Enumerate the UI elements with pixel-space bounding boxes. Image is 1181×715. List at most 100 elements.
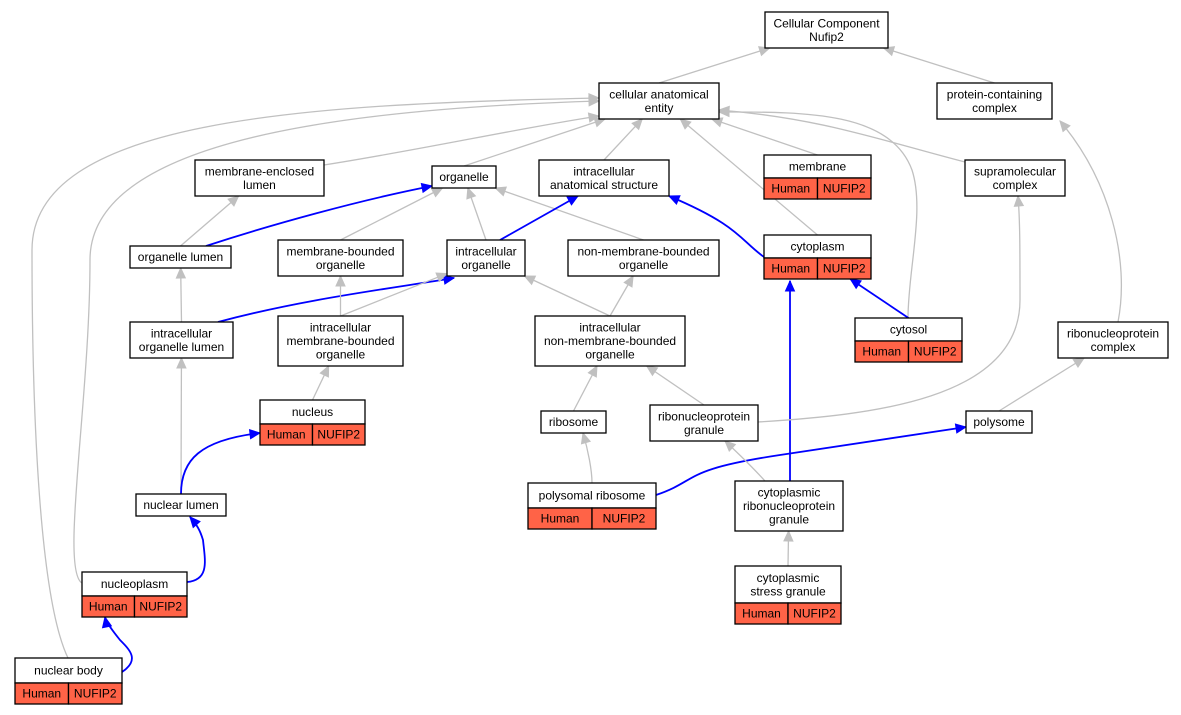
species-label: Human (771, 182, 810, 196)
edge-arrowhead (849, 278, 862, 290)
gene-label: NUFIP2 (74, 687, 117, 701)
edge-arrowhead (1059, 120, 1071, 133)
edge-arrowhead (623, 274, 634, 288)
edge-arrowhead (954, 423, 968, 434)
edge-arrowhead (176, 356, 187, 369)
gene-cell (591, 507, 657, 530)
edge-arrowhead (466, 186, 477, 200)
node-label-line: membrane-enclosed (205, 164, 314, 178)
edge-pribo-to-ribo (580, 431, 593, 484)
go-term-node-poly[interactable]: polysome (965, 410, 1033, 434)
edge-arrowhead (335, 274, 346, 287)
node-box (534, 315, 686, 367)
node-label-line: membrane-bounded (286, 334, 394, 348)
edge-arrowhead (588, 92, 601, 104)
node-label-line: ribonucleoprotein (743, 499, 835, 513)
node-box (567, 239, 720, 277)
gene-label: NUFIP2 (139, 600, 182, 614)
go-term-node-ribo[interactable]: ribosome (540, 410, 607, 434)
edge-imbo-to-mbo (335, 274, 346, 316)
species-label: Human (771, 262, 810, 276)
species-label: Human (541, 512, 580, 526)
node-label-line: cytoplasmic (758, 486, 821, 500)
node-label-line: Cellular Component (773, 16, 880, 30)
node-box (129, 321, 234, 359)
edge-arrowhead (523, 275, 537, 286)
go-term-node-org[interactable]: organelle (431, 165, 497, 189)
node-label-line: complex (1091, 340, 1136, 354)
edge-nmbo-to-org (494, 186, 644, 241)
edge-arrowhead (587, 364, 598, 378)
node-label-line: nucleus (292, 405, 333, 419)
go-term-node-orl[interactable]: organelle lumen (129, 245, 232, 269)
species-label: Human (89, 600, 128, 614)
node-label-line: lumen (243, 178, 276, 192)
node-box (598, 82, 720, 120)
edge-arrowhead (645, 365, 659, 377)
node-box (277, 315, 404, 367)
gene-cell (816, 177, 872, 200)
go-term-node-nl[interactable]: nuclear lumen (135, 493, 227, 517)
node-box (734, 565, 842, 604)
node-label-line: organelle (585, 348, 635, 362)
edge-mbo-to-org (340, 187, 444, 241)
gene-label: NUFIP2 (317, 428, 360, 442)
edge-cytosol-to-cae (717, 106, 918, 319)
edge-cytosol-to-cyto (849, 278, 910, 319)
gene-cell (67, 682, 123, 705)
edge-iol-to-io (217, 274, 456, 323)
edge-inmbo-to-nmbo (609, 274, 634, 317)
edge-arrowhead (667, 195, 681, 205)
gene-cell (311, 423, 366, 446)
gene-label: NUFIP2 (793, 607, 836, 621)
node-box (538, 159, 670, 197)
node-label-line: cytoplasmic (757, 571, 820, 585)
node-box (527, 482, 657, 509)
node-label-line: supramolecular (974, 164, 1056, 178)
node-label-line: non-membrane-bounded (577, 244, 709, 258)
node-label-line: intracellular (579, 321, 640, 335)
edge-poly-to-rnpc (998, 357, 1086, 412)
go-term-node-inmbo[interactable]: intracellularnon-membrane-boundedorganel… (534, 315, 686, 367)
node-label-line: organelle lumen (139, 340, 224, 354)
node-label-line: cellular anatomical (609, 87, 708, 101)
node-label-line: ribonucleoprotein (1067, 326, 1159, 340)
species-label: Human (22, 687, 61, 701)
edge-rnpg-to-inmbo (645, 365, 705, 406)
gene-label: NUFIP2 (603, 512, 646, 526)
node-label-line: stress granule (750, 584, 826, 598)
node-box (431, 165, 497, 189)
edge-mem-to-cae (710, 117, 818, 156)
edge-nl-to-nuc (180, 428, 262, 495)
edge-arrowhead (101, 615, 113, 629)
node-box (540, 410, 607, 434)
node-label-line: granule (769, 513, 809, 527)
gene-cell (133, 595, 188, 618)
node-box (446, 239, 526, 277)
edge-imbo-to-io (340, 272, 449, 317)
node-label-line: complex (972, 101, 1017, 115)
